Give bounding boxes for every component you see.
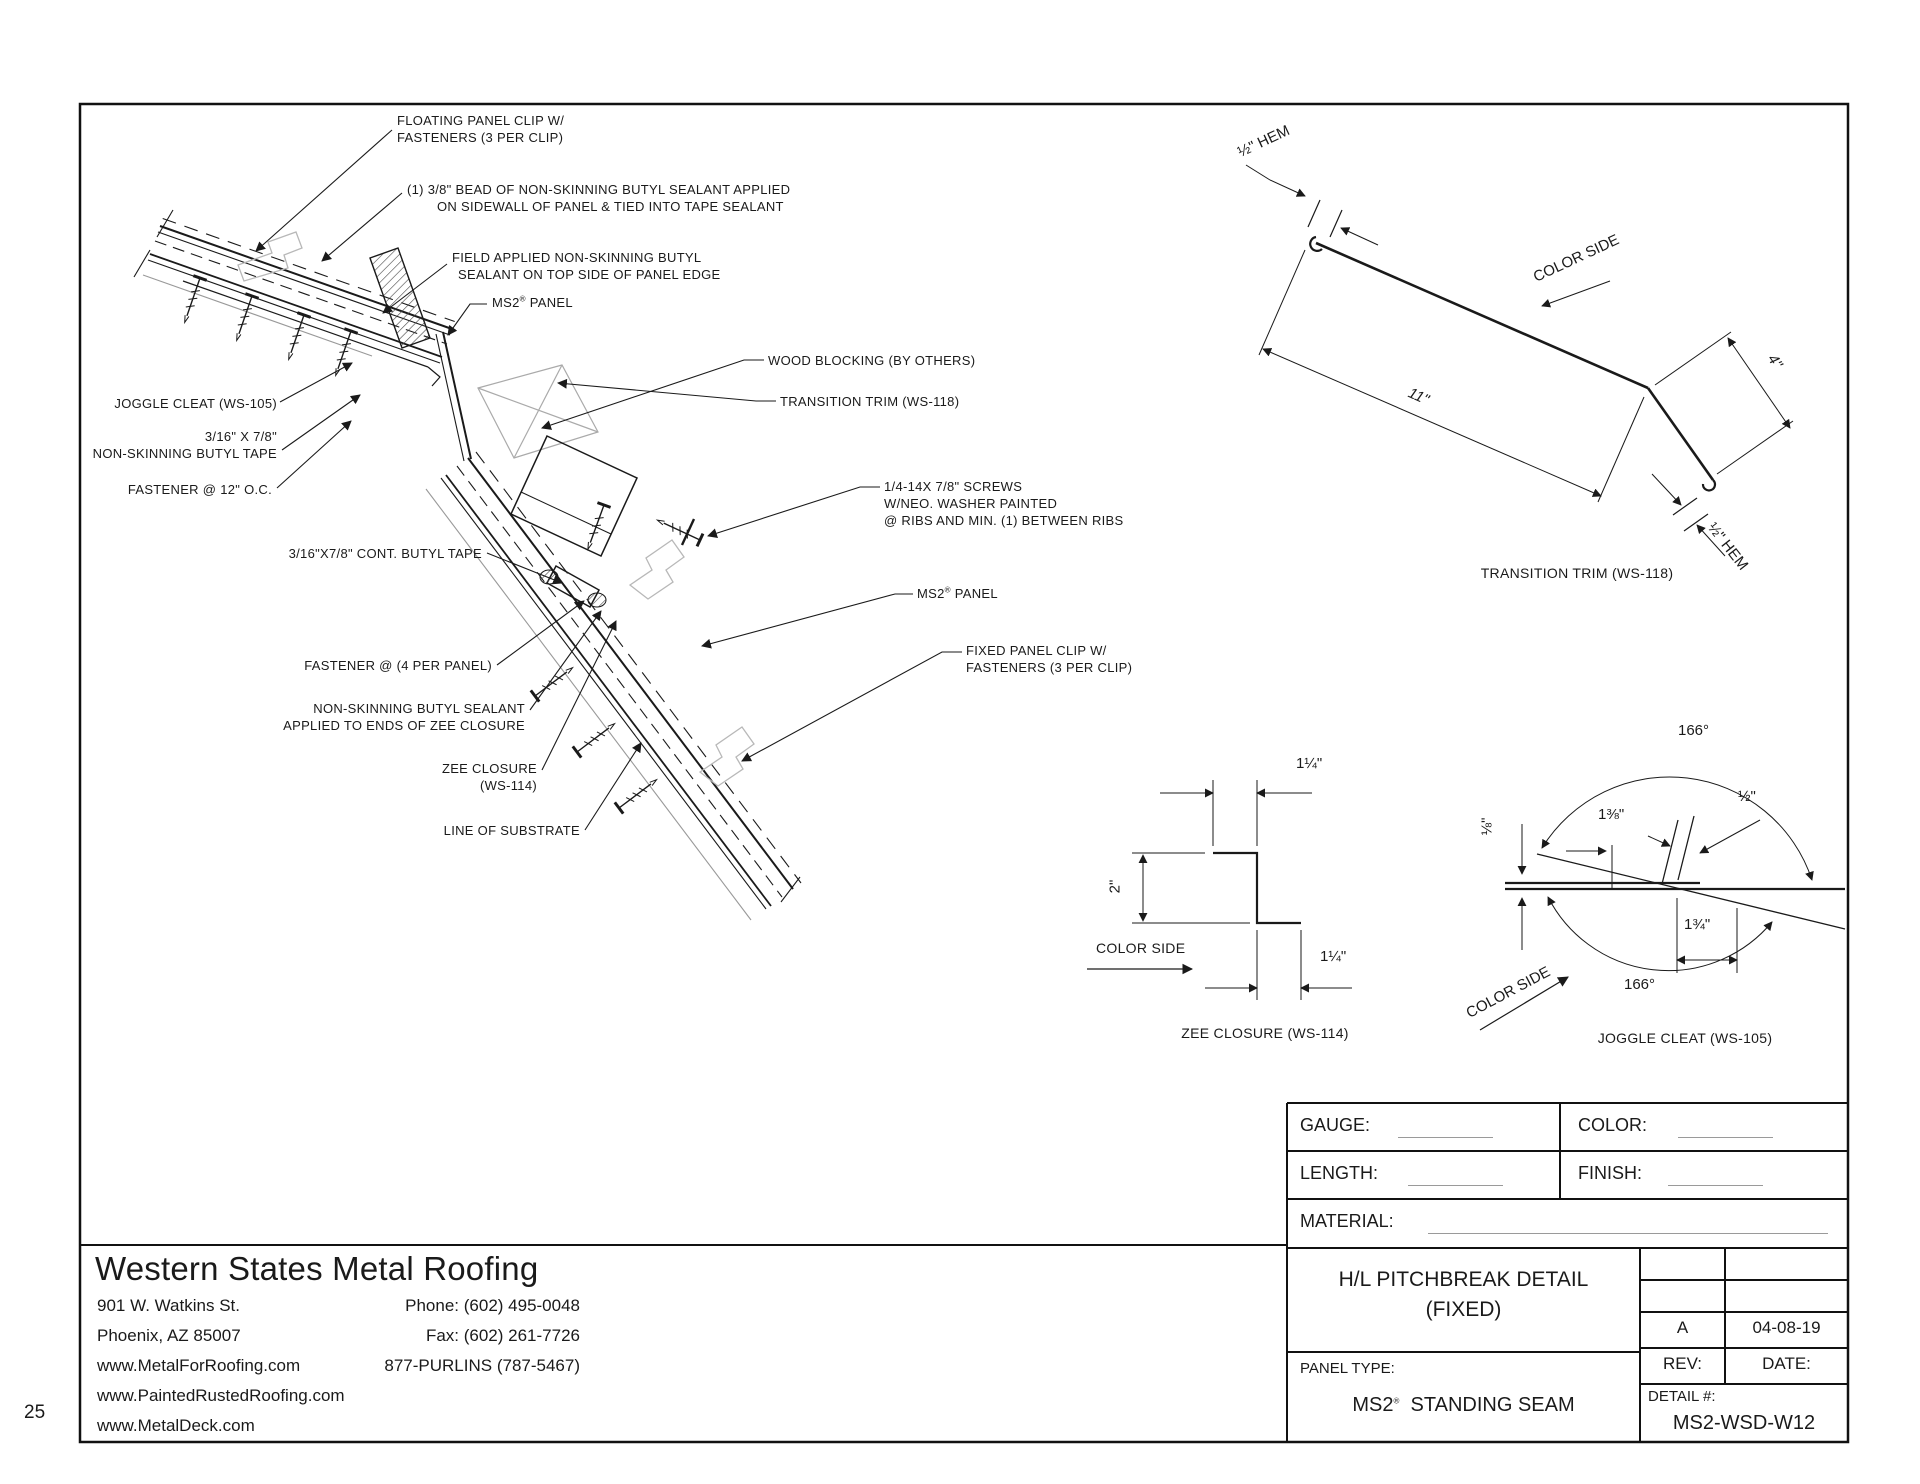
main-detail-leaders (255, 129, 962, 831)
callout-cont-butyl-tape: 3/16"X7/8" CONT. BUTYL TAPE (288, 546, 482, 561)
detail-number-value: MS2-WSD-W12 (1672, 1412, 1816, 1434)
company-phone: Phone: (602) 495-0048 (405, 1296, 580, 1315)
joggle-134-dim: 1¾" (1684, 916, 1711, 933)
callout-zee-sealant: NON-SKINNING BUTYL SEALANT APPLIED TO EN… (283, 701, 525, 733)
detail-number-label: DETAIL #: (1648, 1388, 1716, 1405)
page-number: 25 (24, 1402, 46, 1423)
material-field[interactable] (1428, 1213, 1828, 1234)
zee-detail-label: ZEE CLOSURE (WS-114) (1181, 1025, 1349, 1041)
callout-screws: 1/4-14X 7/8" SCREWS W/NEO. WASHER PAINTE… (884, 479, 1124, 528)
joggle-angle-bot: 166° (1624, 976, 1656, 993)
joggle-detail-linework (1479, 776, 1846, 1031)
page-border (78, 102, 1850, 1444)
callout-butyl-tape: 3/16" X 7/8" NON-SKINNING BUTYL TAPE (92, 429, 277, 461)
callout-wood-blocking: WOOD BLOCKING (BY OTHERS) (768, 353, 976, 368)
zee-bottom-dim: 1¼" (1320, 948, 1347, 965)
length-field[interactable] (1408, 1165, 1503, 1186)
company-web3[interactable]: www.MetalDeck.com (97, 1416, 255, 1435)
rev-value: A (1676, 1318, 1689, 1337)
sheet-title-line2: (FIXED) (1425, 1298, 1502, 1321)
finish-field[interactable] (1668, 1165, 1763, 1186)
zee-color-side: COLOR SIDE (1096, 940, 1186, 956)
trim-detail-label: TRANSITION TRIM (WS-118) (1480, 565, 1674, 581)
joggle-eighth-dim: ⅛" (1478, 817, 1496, 836)
callout-field-sealant: FIELD APPLIED NON-SKINNING BUTYL SEALANT… (452, 250, 721, 282)
callout-fastener-12: FASTENER @ 12" O.C. (127, 482, 272, 497)
joggle-angle-top: 166° (1678, 722, 1710, 739)
callout-butyl-bead: (1) 3/8" BEAD OF NON-SKINNING BUTYL SEAL… (407, 182, 791, 214)
callout-zee-closure: ZEE CLOSURE (WS-114) (441, 761, 537, 793)
date-label: DATE: (1762, 1354, 1811, 1373)
company-address1: 901 W. Watkins St. (97, 1296, 240, 1315)
company-fax: Fax: (602) 261-7726 (425, 1326, 580, 1345)
panel-clip-shapes (237, 231, 755, 787)
sheet-title-line1: H/L PITCHBREAK DETAIL (1338, 1268, 1589, 1291)
date-value: 04-08-19 (1752, 1318, 1821, 1337)
callout-fastener-4: FASTENER @ (4 PER PANEL) (304, 658, 492, 673)
color-label: COLOR: (1578, 1115, 1648, 1135)
trim-profile-linework (1245, 164, 1794, 557)
callout-fixed-clip: FIXED PANEL CLIP W/ FASTENERS (3 PER CLI… (966, 643, 1133, 675)
material-label: MATERIAL: (1300, 1211, 1394, 1231)
color-field[interactable] (1678, 1117, 1773, 1138)
panel-type-value: MS2® STANDING SEAM (1352, 1394, 1575, 1416)
callout-ms2-panel-lower: MS2® PANEL (917, 585, 998, 601)
callout-ms2-panel-upper: MS2® PANEL (492, 294, 573, 310)
callout-joggle-cleat: JOGGLE CLEAT (WS-105) (114, 396, 277, 411)
callout-transition-trim: TRANSITION TRIM (WS-118) (780, 394, 960, 409)
callout-line-of-substrate: LINE OF SUBSTRATE (443, 823, 580, 838)
company-name: Western States Metal Roofing (95, 1250, 539, 1287)
joggle-138-dim: 1⅜" (1598, 806, 1625, 823)
callout-floating-clip: FLOATING PANEL CLIP W/ FASTENERS (3 PER … (397, 113, 565, 145)
length-label: LENGTH: (1300, 1163, 1379, 1183)
company-address2: Phoenix, AZ 85007 (97, 1326, 241, 1345)
company-web2[interactable]: www.PaintedRustedRoofing.com (97, 1386, 345, 1405)
company-web1[interactable]: www.MetalForRoofing.com (97, 1356, 301, 1375)
company-tollfree: 877-PURLINS (787-5467) (384, 1356, 580, 1375)
zee-detail-linework (1087, 780, 1352, 1000)
gauge-label: GAUGE: (1300, 1115, 1371, 1135)
zee-web-dim: 2" (1106, 879, 1124, 894)
zee-top-dim: 1¼" (1296, 755, 1323, 772)
finish-label: FINISH: (1578, 1163, 1643, 1183)
joggle-half-dim: ½" (1738, 788, 1756, 805)
rev-label: REV: (1662, 1354, 1703, 1373)
panel-type-label: PANEL TYPE: (1300, 1360, 1395, 1377)
gauge-field[interactable] (1398, 1117, 1493, 1138)
wood-blocking-shape (477, 364, 599, 459)
title-block-lines (1286, 1102, 1848, 1442)
joggle-detail-label: JOGGLE CLEAT (WS-105) (1597, 1030, 1773, 1046)
main-detail-linework (133, 209, 802, 921)
